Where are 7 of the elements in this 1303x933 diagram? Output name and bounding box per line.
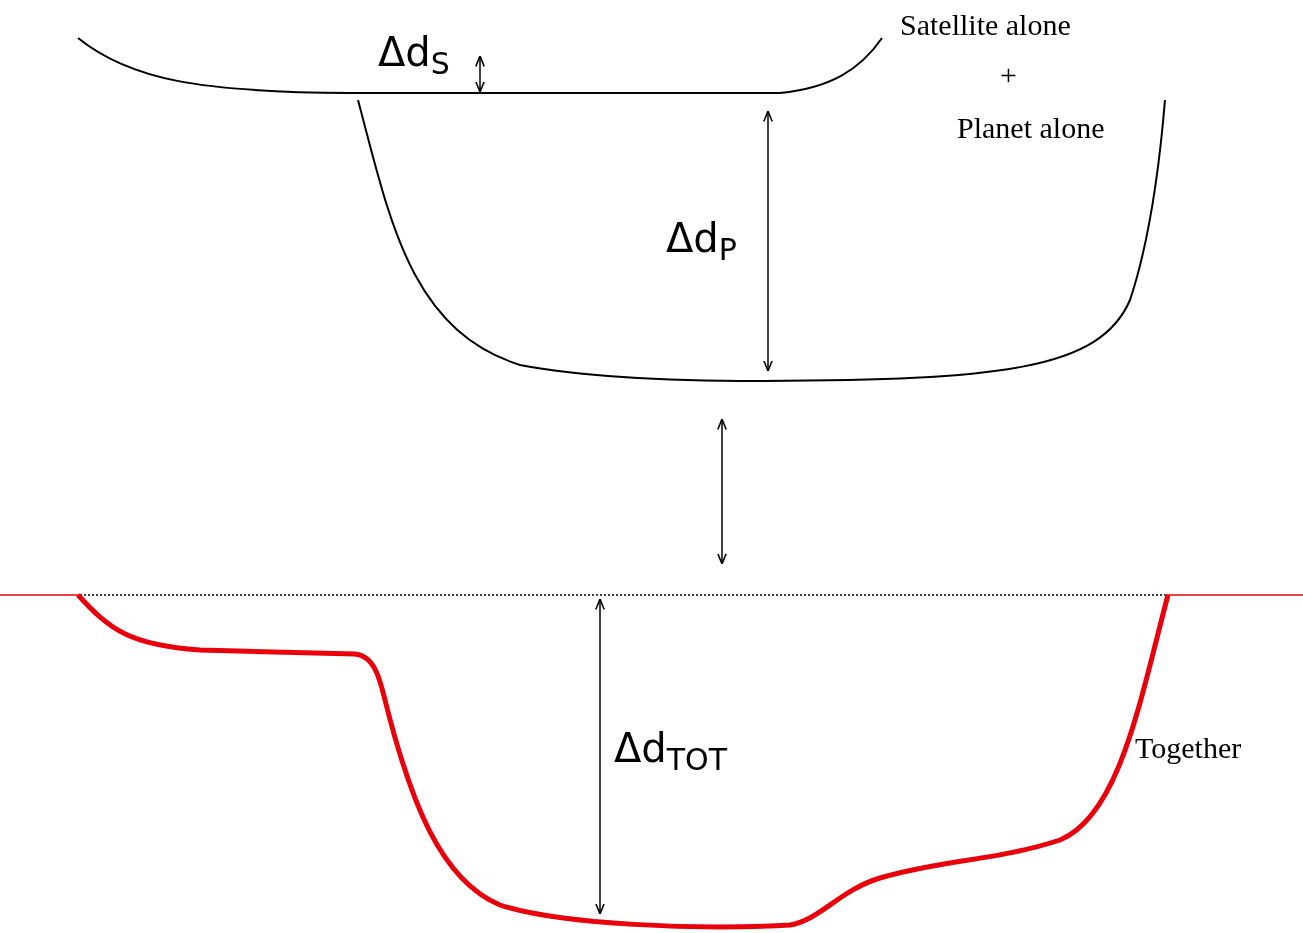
curve-label: Satellite alone <box>900 10 1071 40</box>
symbol-label: Δd$_{TOT}$ <box>614 728 728 768</box>
curve-label: Together <box>1135 733 1242 763</box>
symbol-label: Δd$_{P}$ <box>666 218 737 258</box>
plus-sign: + <box>1000 60 1017 90</box>
curve-label: Planet alone <box>957 113 1105 143</box>
symbol-label: Δd$_{S}$ <box>378 32 450 72</box>
